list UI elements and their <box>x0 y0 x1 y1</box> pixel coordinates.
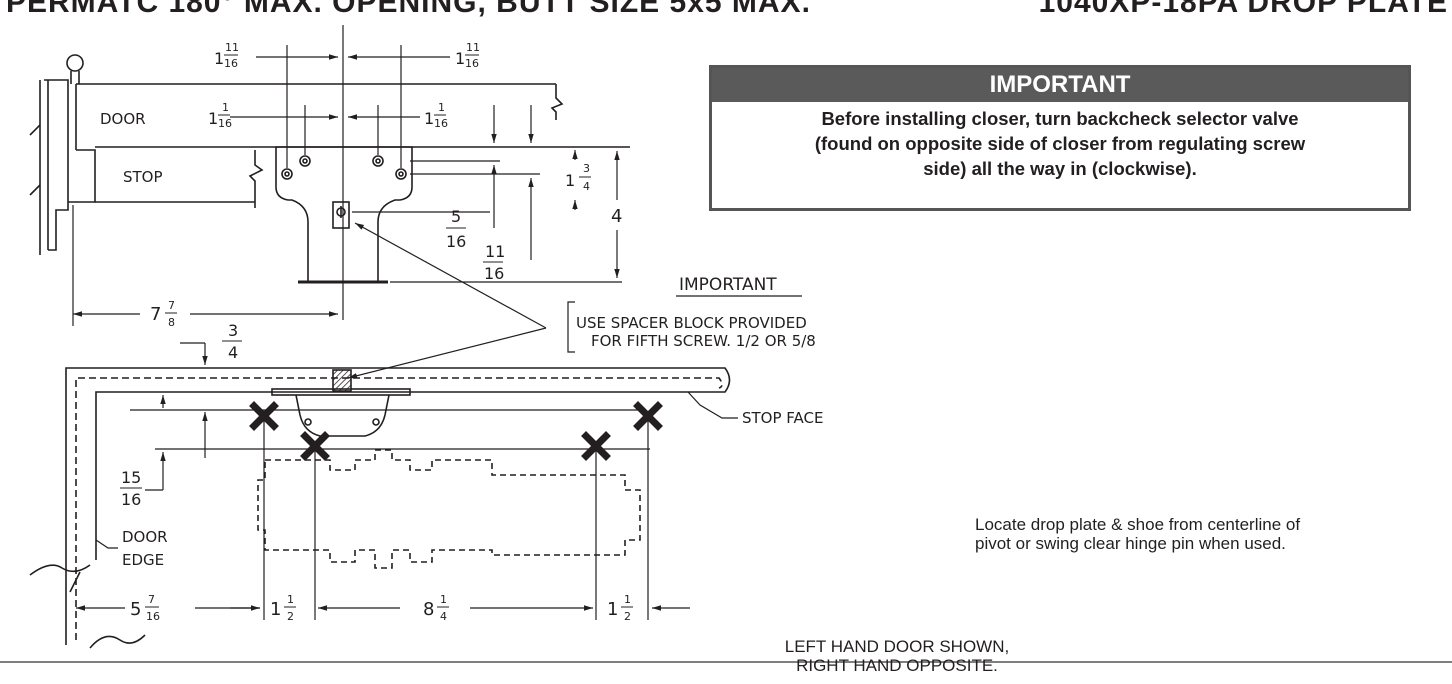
svg-text:1: 1 <box>270 599 281 620</box>
important-line-1: Before installing closer, turn backcheck… <box>821 108 1299 129</box>
locate-note-line-1: Locate drop plate & shoe from centerline… <box>975 515 1301 534</box>
svg-text:5: 5 <box>451 207 461 226</box>
svg-text:15: 15 <box>121 468 141 487</box>
door-edge-label-2: EDGE <box>122 551 164 569</box>
svg-text:1: 1 <box>455 49 465 68</box>
locate-note: Locate drop plate & shoe from centerline… <box>975 515 1375 553</box>
door-edge-label-1: DOOR <box>122 528 168 546</box>
svg-text:1: 1 <box>222 101 229 114</box>
screw-holes <box>281 155 407 180</box>
important-notice-title: IMPORTANT <box>712 68 1408 102</box>
svg-text:1: 1 <box>440 593 447 606</box>
callout-title: IMPORTANT <box>679 275 777 295</box>
drop-plate-upper <box>275 146 413 284</box>
svg-text:3: 3 <box>228 321 238 340</box>
door-label: DOOR <box>100 110 146 128</box>
svg-text:1: 1 <box>565 171 575 190</box>
svg-text:2: 2 <box>287 610 294 623</box>
svg-text:16: 16 <box>446 232 466 251</box>
stop-strip <box>95 150 264 208</box>
svg-text:1: 1 <box>624 593 631 606</box>
svg-text:1: 1 <box>287 593 294 606</box>
svg-text:5: 5 <box>130 599 141 620</box>
jamb-frame <box>29 54 96 255</box>
locate-note-line-2: pivot or swing clear hinge pin when used… <box>975 534 1286 553</box>
svg-text:7: 7 <box>168 299 175 312</box>
callout-line-2: FOR FIFTH SCREW. 1/2 OR 5/8 <box>591 332 816 350</box>
drop-plate-lower <box>271 369 411 437</box>
important-line-3: side) all the way in (clockwise). <box>923 158 1197 179</box>
upper-dimensions <box>72 25 622 326</box>
svg-text:11: 11 <box>485 242 505 261</box>
svg-text:11: 11 <box>466 41 480 54</box>
screw-location-marks <box>249 401 663 461</box>
important-notice: IMPORTANT Before installing closer, turn… <box>709 65 1411 211</box>
important-line-2: (found on opposite side of closer from r… <box>814 133 1306 154</box>
svg-text:16: 16 <box>218 117 232 130</box>
svg-text:16: 16 <box>121 490 141 509</box>
svg-text:1: 1 <box>424 109 434 128</box>
callout-leaders <box>347 222 802 379</box>
svg-text:4: 4 <box>228 343 238 362</box>
svg-text:16: 16 <box>465 57 479 70</box>
svg-text:8: 8 <box>168 316 175 329</box>
frame-lower <box>29 367 731 649</box>
lower-dimensions <box>76 342 738 620</box>
hand-note: LEFT HAND DOOR SHOWN, RIGHT HAND OPPOSIT… <box>732 637 1062 675</box>
stop-label: STOP <box>123 168 163 186</box>
svg-text:1: 1 <box>438 101 445 114</box>
callout-line-1: USE SPACER BLOCK PROVIDED <box>576 314 807 332</box>
svg-text:1: 1 <box>214 49 224 68</box>
svg-text:4: 4 <box>611 206 622 227</box>
svg-text:4: 4 <box>583 180 590 193</box>
svg-text:4: 4 <box>440 610 447 623</box>
hand-note-line-1: LEFT HAND DOOR SHOWN, <box>784 637 1010 656</box>
page-header-title: PERMATC 180° MAX. OPENING, BUTT SIZE 5x5… <box>6 0 811 19</box>
door-leaf <box>76 83 630 148</box>
svg-text:16: 16 <box>146 610 160 623</box>
important-notice-body: Before installing closer, turn backcheck… <box>712 102 1408 181</box>
page-header-model: 1040XP-18PA DROP PLATE <box>1038 0 1448 19</box>
svg-text:7: 7 <box>148 593 155 606</box>
dimension-text: 1 11 16 1 11 16 1 1 16 1 1 16 1 3 4 4 5 … <box>120 41 633 623</box>
hand-note-line-2: RIGHT HAND OPPOSITE. <box>796 656 998 675</box>
svg-text:2: 2 <box>624 610 631 623</box>
closer-outline <box>257 449 641 569</box>
svg-text:16: 16 <box>434 117 448 130</box>
svg-text:3: 3 <box>583 162 590 175</box>
stop-face-label: STOP FACE <box>742 409 824 427</box>
svg-text:16: 16 <box>484 264 504 283</box>
svg-text:1: 1 <box>607 599 618 620</box>
svg-text:16: 16 <box>224 57 238 70</box>
svg-text:1: 1 <box>208 109 218 128</box>
svg-text:7: 7 <box>150 304 161 325</box>
svg-text:8: 8 <box>423 599 434 620</box>
svg-text:11: 11 <box>225 41 239 54</box>
